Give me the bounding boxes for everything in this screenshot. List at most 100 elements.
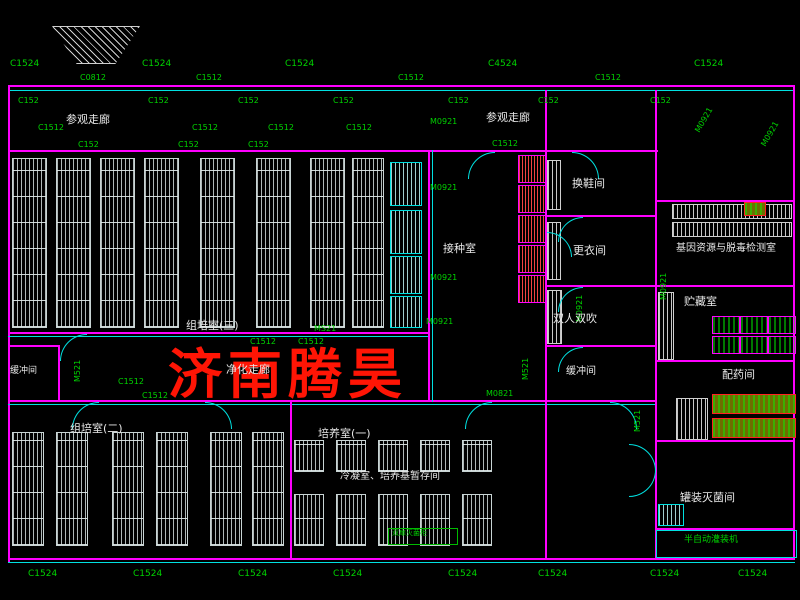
dim-label: C0812: [80, 73, 106, 82]
dim-label: C1524: [285, 59, 315, 69]
equipment-table: [712, 394, 796, 414]
dim-label: C1512: [192, 123, 218, 132]
shelving-rack: [156, 432, 188, 546]
watermark-text: 济南腾昊: [168, 343, 408, 406]
transfer-window: [518, 185, 546, 213]
transfer-window: [518, 245, 546, 273]
storage-shelf: [768, 316, 796, 334]
wall-segment: [545, 215, 657, 217]
clean-bench: [390, 296, 422, 328]
wall-segment: [545, 285, 657, 287]
wall-segment: [545, 345, 657, 347]
door-arc: [629, 444, 656, 471]
wall-segment: [58, 345, 60, 402]
wall-segment: [8, 336, 430, 337]
storage-shelf: [712, 316, 740, 334]
shelving-rack: [200, 158, 235, 328]
dim-label: C152: [448, 96, 469, 105]
dim-label: C1524: [133, 569, 163, 579]
dim-label: C1512: [250, 337, 276, 346]
door-arc: [629, 470, 656, 497]
dim-label: C1524: [238, 569, 268, 579]
clean-bench: [390, 210, 422, 254]
wall-segment: [8, 400, 657, 402]
shelving-rack: [378, 494, 408, 546]
wall-segment: [8, 562, 795, 563]
room-label: 罐装灭菌间: [680, 491, 735, 504]
room-label: 组培室(二): [70, 422, 123, 435]
equipment-table: [712, 418, 796, 438]
storage-shelf: [712, 336, 740, 354]
shelving-rack: [294, 440, 324, 472]
shelving-rack: [462, 494, 492, 546]
wall-segment: [545, 90, 547, 402]
dim-label: M0821: [486, 389, 514, 398]
dim-label: M521: [73, 359, 82, 382]
transfer-window: [518, 155, 546, 183]
room-label: 接种室: [443, 242, 476, 255]
work-bench: [672, 204, 792, 219]
dim-label: C1512: [492, 139, 518, 148]
dim-label: C152: [333, 96, 354, 105]
door-arc: [60, 334, 87, 361]
room-label: 参观走廊: [486, 111, 530, 124]
dim-label: C1512: [346, 123, 372, 132]
shelving-rack: [256, 158, 291, 328]
transfer-window: [518, 215, 546, 243]
door-arc: [572, 152, 599, 179]
shelving-rack: [252, 432, 284, 546]
shelving-rack: [56, 432, 88, 546]
wall-segment: [8, 558, 795, 560]
dim-label: C1512: [268, 123, 294, 132]
wall-segment: [8, 345, 60, 347]
clean-bench: [390, 256, 422, 294]
equipment-table: [744, 202, 766, 216]
shelving-rack: [112, 432, 144, 546]
dim-label: C1512: [38, 123, 64, 132]
dim-label: C1512: [118, 377, 144, 386]
dim-label: C1524: [333, 569, 363, 579]
shelving-rack: [294, 494, 324, 546]
shelving-rack: [420, 494, 450, 546]
dim-label: C152: [538, 96, 559, 105]
dim-label: M0921: [693, 105, 715, 134]
dim-label: C1524: [738, 569, 768, 579]
machine-outline: [656, 530, 797, 558]
storage-shelf: [740, 316, 768, 334]
dim-label: M0921: [430, 183, 458, 192]
dim-label: C1524: [28, 569, 58, 579]
wall-segment: [8, 90, 795, 91]
shelving-rack: [378, 440, 408, 472]
wall-segment: [655, 440, 795, 442]
dim-label: C1524: [142, 59, 172, 69]
shelving-rack: [210, 432, 242, 546]
wall-segment: [655, 528, 795, 530]
dim-label: C1524: [10, 59, 40, 69]
shelving-rack: [420, 440, 450, 472]
dim-label: C4524: [488, 59, 518, 69]
stairs-hatch: [52, 26, 140, 64]
dim-label: C1512: [398, 73, 424, 82]
dim-label: MS21: [314, 324, 337, 333]
shelving-rack: [100, 158, 135, 328]
wall-segment: [8, 150, 658, 152]
work-bench: [658, 292, 674, 360]
room-label: 双人双吹: [553, 312, 597, 325]
shelving-rack: [336, 494, 366, 546]
wall-segment: [655, 90, 657, 560]
room-label: 基因资源与脱毒检测室: [676, 243, 776, 254]
room-label: 冷凝室、培养基暂存间: [340, 471, 440, 482]
wall-segment: [8, 85, 795, 87]
shelving-rack: [56, 158, 91, 328]
shelving-rack: [12, 158, 47, 328]
dim-label: 双扉灭菌柜: [392, 529, 427, 537]
dim-label: C1524: [650, 569, 680, 579]
room-label: 缓冲间: [10, 366, 38, 376]
dim-label: M521: [521, 357, 530, 380]
room-label: 配药间: [722, 368, 755, 381]
dim-label: 半自动灌装机: [684, 535, 739, 545]
wall-segment: [432, 150, 433, 402]
dim-label: C152: [148, 96, 169, 105]
dim-label: M0921: [430, 117, 458, 126]
